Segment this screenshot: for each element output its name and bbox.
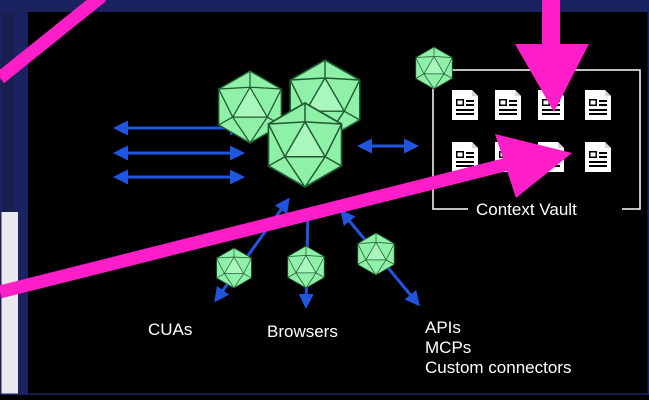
- apis-label-line: APIs: [425, 318, 461, 337]
- mcps-label-line: MCPs: [425, 338, 472, 357]
- sidebar-panel: [0, 212, 18, 395]
- document-icon: [452, 90, 478, 120]
- cuas-label: CUAs: [148, 320, 193, 339]
- icosahedron-node-icon: [415, 46, 453, 90]
- apis-label: APIs MCPs Custom connectors: [425, 318, 571, 378]
- frame-top: [0, 0, 649, 12]
- annotation-stroke-top: [542, 0, 560, 50]
- agent-cluster: [217, 59, 361, 188]
- arrow-head-down: [515, 44, 589, 112]
- document-icon: [585, 90, 611, 120]
- icosahedron-node-icon: [216, 247, 252, 289]
- annotation-arrows: [0, 0, 589, 299]
- annotation-stroke-topleft: [0, 0, 107, 84]
- browsers-label: Browsers: [267, 322, 338, 341]
- document-icon: [495, 90, 521, 120]
- arrow-head-right: [495, 134, 572, 198]
- annotation-stroke-diagonal: [0, 156, 514, 299]
- document-icon: [585, 142, 611, 172]
- custom-connectors-label-line: Custom connectors: [425, 358, 572, 377]
- frame-inner-left: [0, 12, 14, 212]
- context-vault: [432, 69, 641, 210]
- icosahedron-node-icon: [287, 245, 325, 289]
- input-arrows: [113, 120, 420, 309]
- cuas-arrow: [214, 197, 290, 303]
- vault-label: Context Vault: [470, 200, 583, 220]
